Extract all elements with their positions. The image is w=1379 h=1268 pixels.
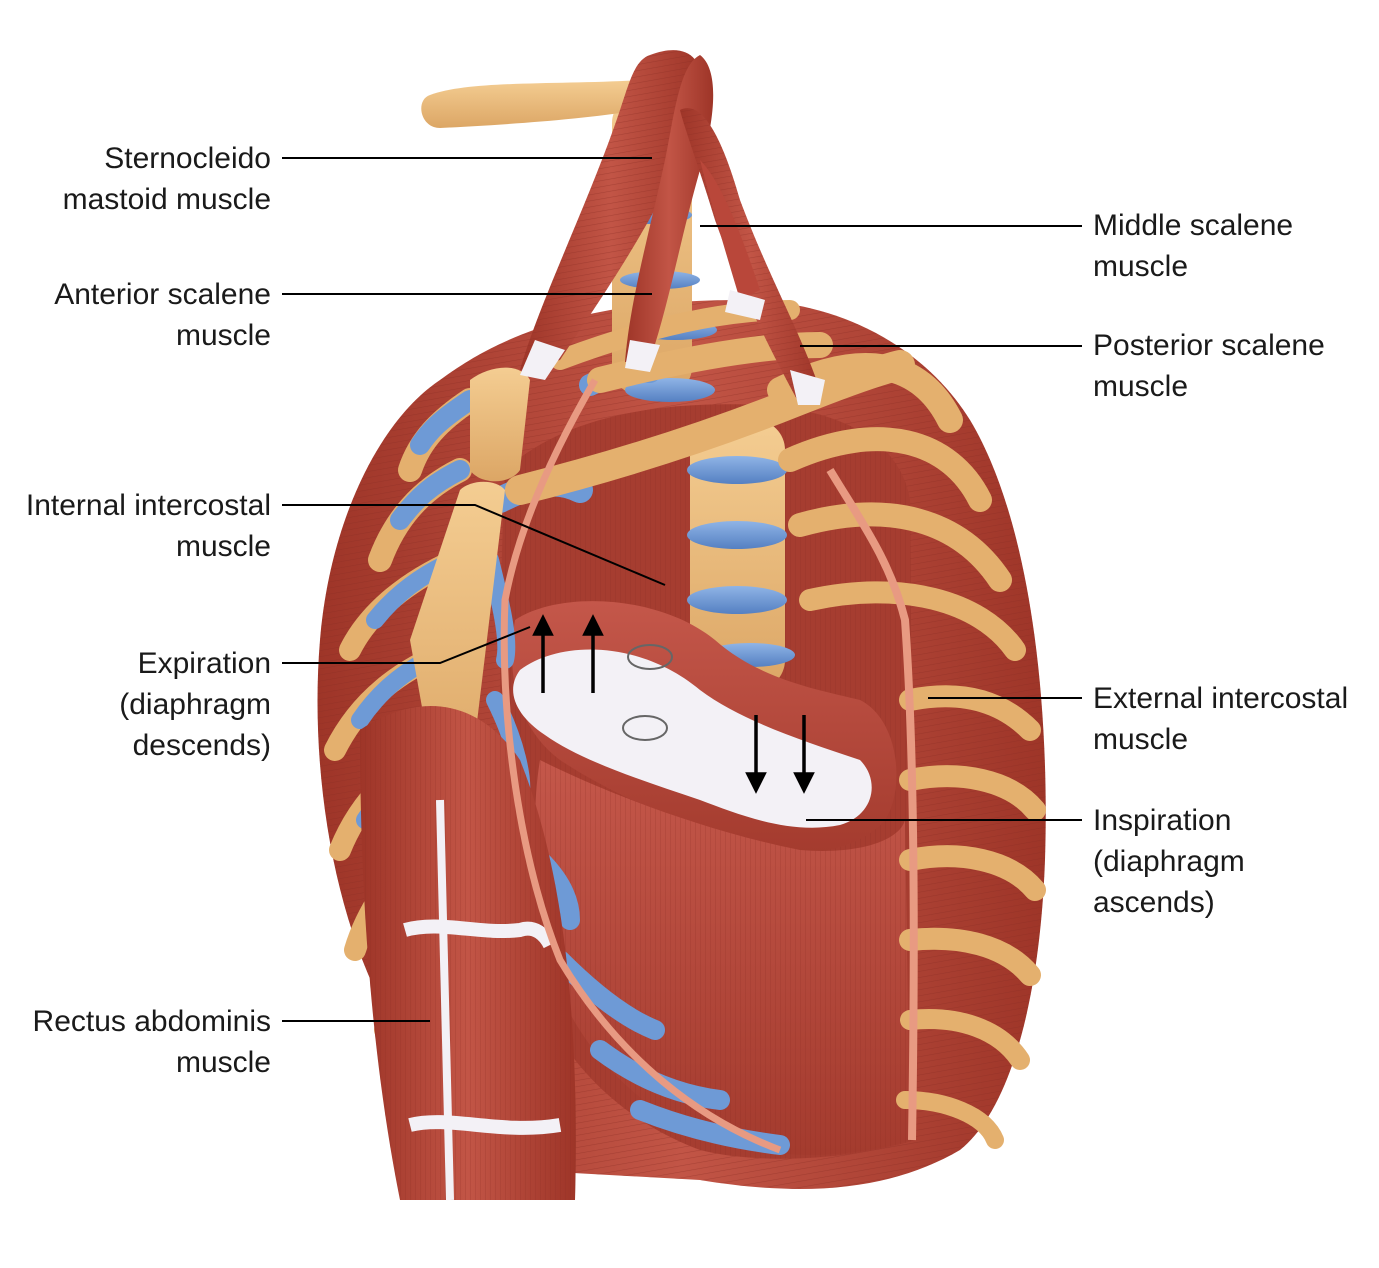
leader-internal-intercostal — [282, 504, 666, 586]
label-rectus-abdominis: Rectus abdominis muscle — [32, 1005, 271, 1079]
label-internal-intercostal: Internal intercostal muscle — [25, 489, 271, 563]
expiration-arrows — [532, 614, 604, 693]
label-inspiration: Inspiration (diaphragm ascends) — [1093, 804, 1245, 919]
label-expiration: Expiration (diaphragm descends) — [119, 647, 271, 762]
inspiration-arrows — [745, 715, 815, 794]
cut-edge-left — [500, 378, 782, 1154]
vertebral-column — [687, 420, 795, 690]
diaphragm — [512, 601, 910, 1155]
cut-edge-right — [826, 467, 918, 1141]
label-sternocleidomastoid: Sternocleido mastoid muscle — [62, 142, 271, 216]
label-anterior-scalene: Anterior scalene muscle — [54, 278, 271, 352]
jaw-bone — [421, 80, 657, 128]
leader-lines — [282, 157, 1082, 1022]
leader-expiration — [282, 626, 531, 664]
label-posterior-scalene: Posterior scalene muscle — [1093, 329, 1325, 403]
label-external-intercostal: External intercostal muscle — [1093, 682, 1349, 756]
label-middle-scalene: Middle scalene muscle — [1093, 209, 1294, 283]
neck-muscles — [520, 50, 825, 405]
